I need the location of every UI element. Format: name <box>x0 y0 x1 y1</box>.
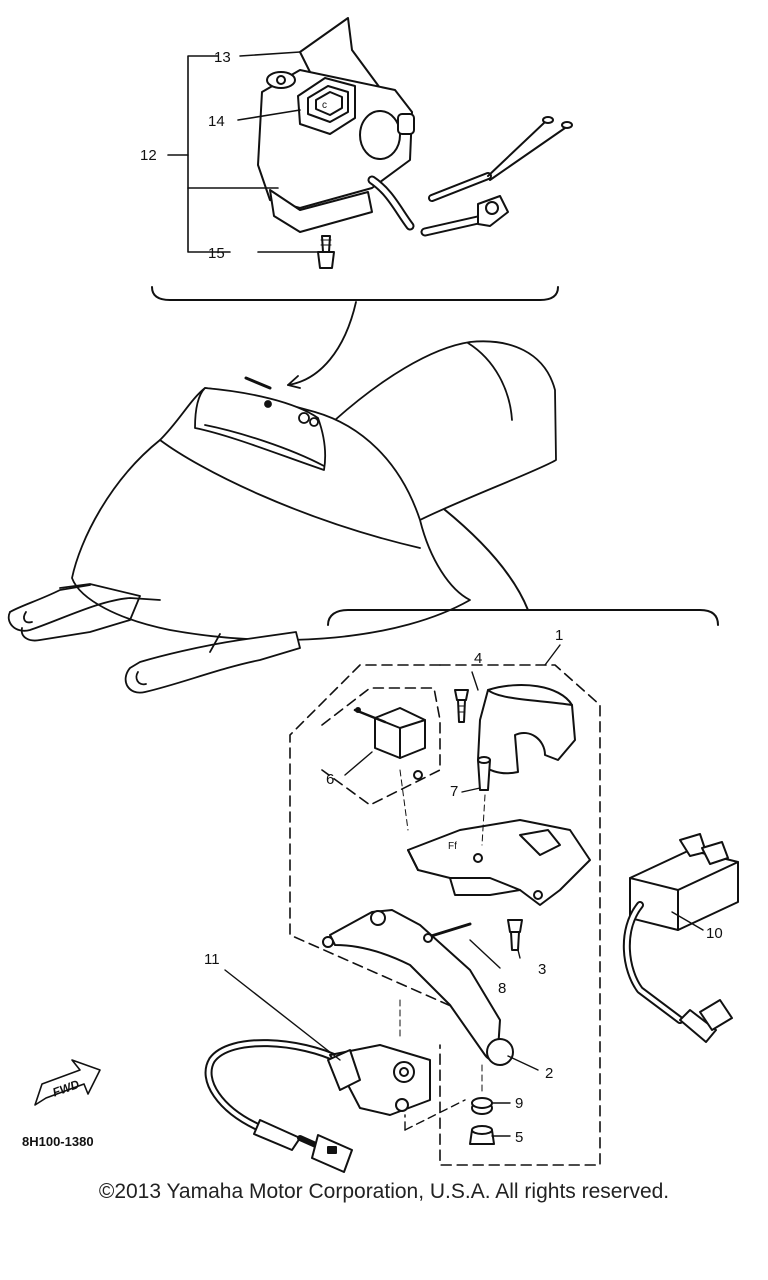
callout-5: 5 <box>515 1129 523 1146</box>
callout-4: 4 <box>474 650 482 667</box>
callout-14: 14 <box>208 113 225 130</box>
callout-9: 9 <box>515 1095 523 1112</box>
callout-2: 2 <box>545 1065 553 1082</box>
callout-10: 10 <box>706 925 723 942</box>
kit-boundary-dashed <box>289 664 601 1166</box>
part-code: 8H100-1380 <box>22 1134 94 1149</box>
callout-3: 3 <box>538 961 546 978</box>
throttle-housing-assembly: c <box>257 17 573 269</box>
callout-labels: 1 2 3 4 5 6 7 8 9 10 11 12 13 14 15 <box>140 49 723 1146</box>
callout-6: 6 <box>326 771 334 788</box>
svg-text:Ff: Ff <box>448 841 457 852</box>
switch-connector-10 <box>622 833 739 1043</box>
callout-13: 13 <box>214 49 231 66</box>
callout-11: 11 <box>204 951 220 968</box>
callout-1: 1 <box>555 627 563 644</box>
callout-15: 15 <box>208 245 225 262</box>
callout-8: 8 <box>498 980 506 997</box>
brake-switch-11 <box>204 1039 431 1173</box>
svg-text:c: c <box>322 100 327 111</box>
bracket-12 <box>167 51 319 253</box>
callout-12: 12 <box>140 147 157 164</box>
leader-lines <box>224 644 704 1137</box>
snowmobile-illustration <box>7 340 557 694</box>
callout-7: 7 <box>450 783 458 800</box>
fwd-arrow-icon <box>34 1059 101 1106</box>
brake-lever-assembly: Ff <box>322 684 591 1145</box>
copyright-notice: ©2013 Yamaha Motor Corporation, U.S.A. A… <box>98 1180 670 1203</box>
